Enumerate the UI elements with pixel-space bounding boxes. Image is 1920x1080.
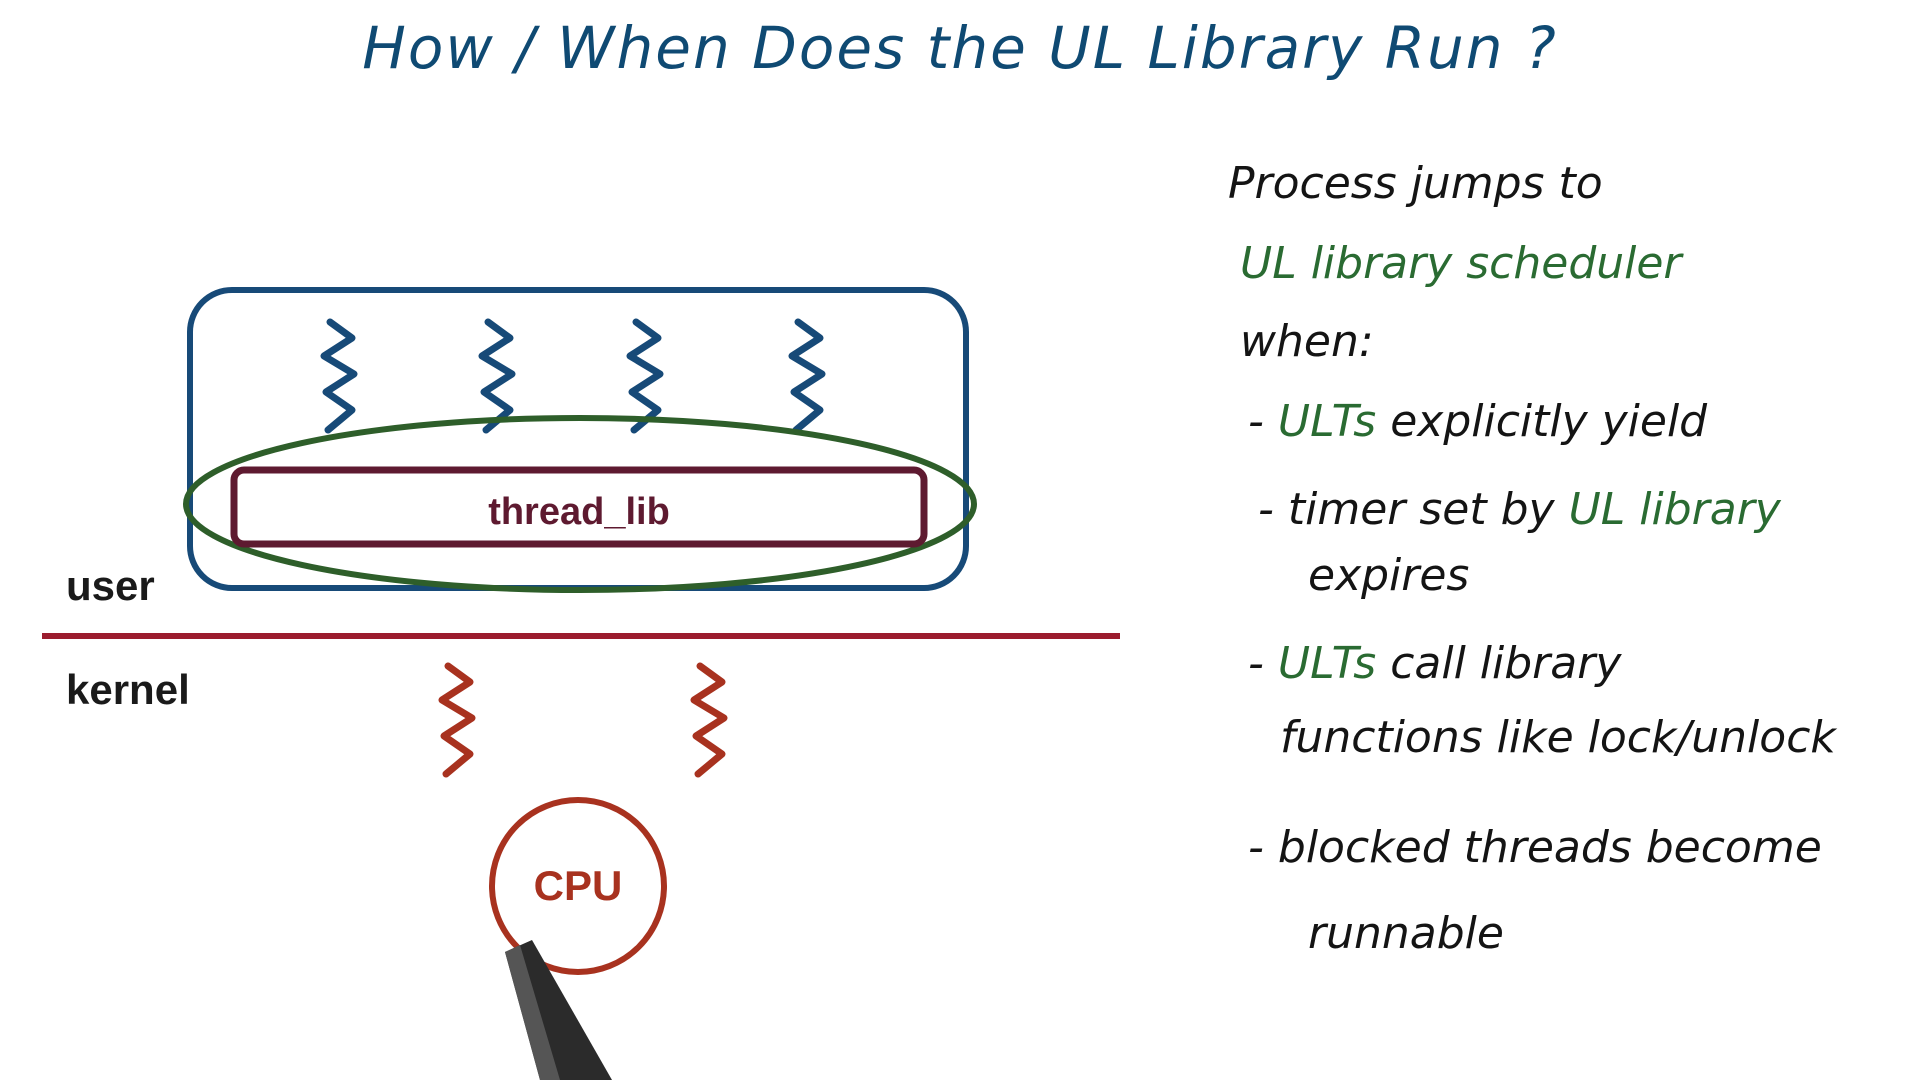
bullet-4-continuation: runnable	[1308, 908, 1504, 959]
notes-intro-line-3: when:	[1240, 316, 1374, 367]
page-title: How / When Does the UL Library Run ?	[362, 14, 1558, 82]
bullet-2: - timer set by UL library	[1258, 488, 1781, 532]
bullet-dash: -	[1248, 822, 1264, 873]
user-thread-icon	[626, 318, 664, 434]
ul-scheduler-ellipse	[183, 415, 977, 593]
bullet-dash: -	[1248, 396, 1264, 447]
bullet-3-text: call library	[1390, 638, 1622, 689]
user-threads	[320, 318, 826, 434]
kernel-label: kernel	[66, 666, 190, 713]
bullet-4-text: blocked threads become	[1277, 822, 1822, 873]
bullet-2-ul-library: UL library	[1568, 484, 1781, 535]
bullet-3-continuation: functions like lock/unlock	[1280, 712, 1836, 763]
bullet-3-ults: ULTs	[1277, 638, 1377, 689]
bullet-3: - ULTs call library	[1248, 642, 1621, 686]
bullet-dash: -	[1248, 638, 1264, 689]
bullet-2-continuation: expires	[1308, 550, 1470, 601]
cpu-label: CPU	[533, 862, 623, 909]
bullet-1-text: explicitly yield	[1390, 396, 1708, 447]
user-thread-icon	[788, 318, 826, 434]
kernel-thread-icon	[438, 662, 476, 778]
bullet-2-text: timer set by	[1287, 484, 1555, 535]
bullet-1: - ULTs explicitly yield	[1248, 400, 1707, 444]
notes-intro-line-1: Process jumps to	[1228, 158, 1603, 209]
pen-icon	[505, 940, 612, 1080]
user-thread-icon	[478, 318, 516, 434]
thread-lib-label: thread_lib	[488, 490, 670, 533]
user-label: user	[66, 562, 155, 609]
bullet-4: - blocked threads become	[1248, 826, 1822, 870]
kernel-thread-icon	[690, 662, 728, 778]
bullet-1-ults: ULTs	[1277, 396, 1377, 447]
bullet-dash: -	[1258, 484, 1274, 535]
cpu-circle	[489, 797, 667, 975]
kernel-threads	[438, 662, 728, 778]
notes-intro-line-2: UL library scheduler	[1240, 238, 1682, 289]
thread-lib-box	[230, 466, 928, 548]
user-thread-icon	[320, 318, 358, 434]
